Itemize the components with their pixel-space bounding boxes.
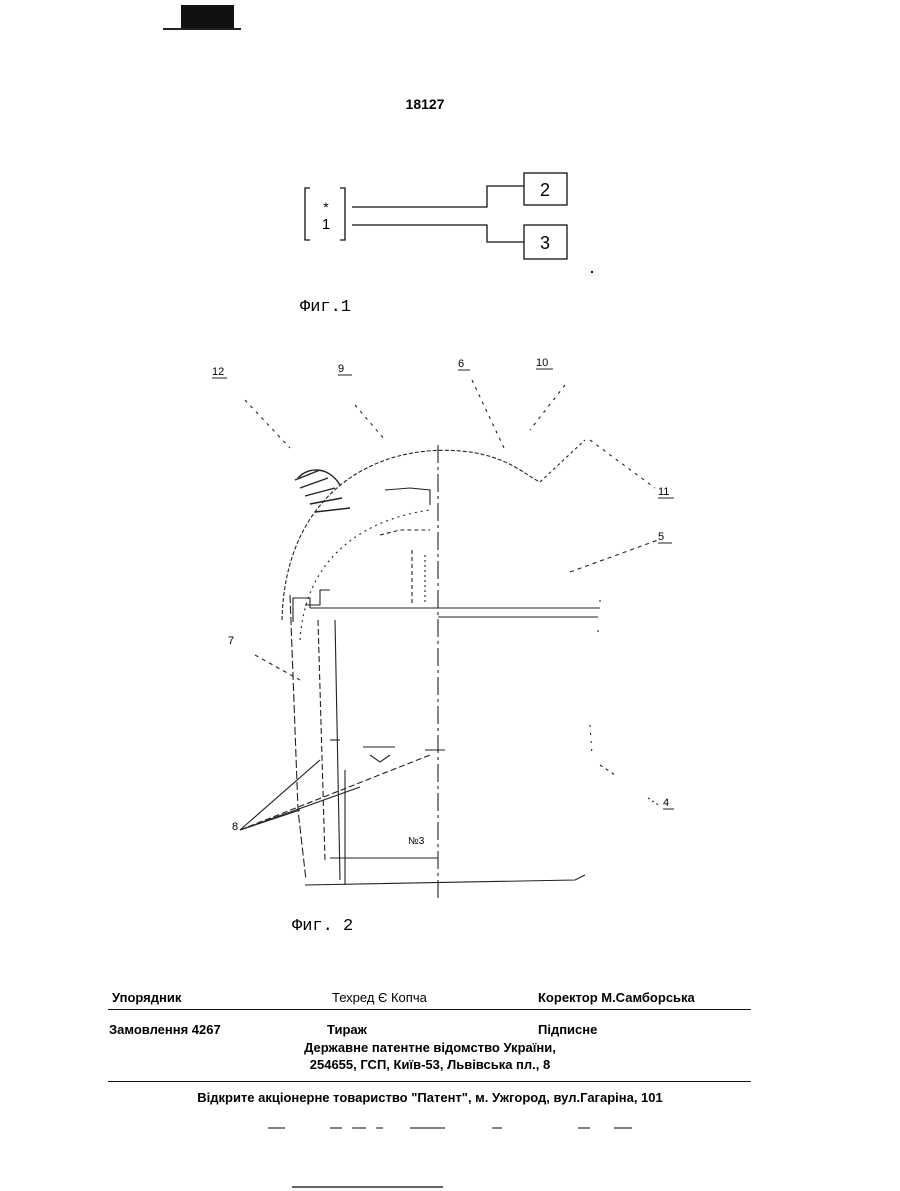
patent-office-line2: 254655, ГСП, Київ-53, Львівська пл., 8 — [0, 1057, 860, 1072]
figure-1-caption: Фиг.1 — [300, 298, 351, 317]
connector-1-2 — [352, 186, 524, 207]
scan-artifacts-bottom — [0, 1120, 900, 1191]
callout-7: 7 — [228, 635, 234, 647]
circulation: Тираж — [327, 1022, 367, 1037]
callout-8: 8 — [232, 821, 238, 833]
corrector: Коректор М.Самборська — [538, 990, 695, 1005]
figure-2-diagram: 12 9 6 10 11 5 7 8 4 №3 — [0, 340, 900, 900]
inner-label: №3 — [408, 836, 425, 847]
callout-4: 4 — [663, 797, 669, 809]
subscription: Підписне — [538, 1022, 597, 1037]
callout-10: 10 — [536, 357, 548, 369]
block-1-box — [305, 188, 310, 240]
block-1-label: 1 — [322, 216, 330, 233]
callout-12: 12 — [212, 366, 224, 378]
tech-editor: Техред Є Копча — [332, 990, 427, 1005]
callout-6: 6 — [458, 358, 464, 370]
callout-11: 11 — [658, 486, 669, 498]
block-3-label: 3 — [540, 233, 550, 253]
connector-1-3 — [352, 225, 524, 242]
callout-9: 9 — [338, 363, 344, 375]
publisher: Відкрите акціонерне товариство "Патент",… — [0, 1090, 860, 1105]
figure-2-caption: Фиг. 2 — [292, 917, 353, 936]
patent-office-line1: Державне патентне відомство України, — [0, 1040, 860, 1055]
callout-5: 5 — [658, 531, 664, 543]
imprint-rule-top — [108, 1009, 751, 1010]
block-1-mark: * — [323, 199, 329, 215]
block-2-label: 2 — [540, 180, 550, 200]
imprint-rule-bottom — [108, 1081, 751, 1082]
dome-arc — [282, 450, 540, 620]
figure-1-diagram: * 1 2 3 — [0, 0, 900, 340]
compiler-label: Упорядник — [112, 990, 181, 1005]
order-number: Замовлення 4267 — [109, 1022, 221, 1037]
